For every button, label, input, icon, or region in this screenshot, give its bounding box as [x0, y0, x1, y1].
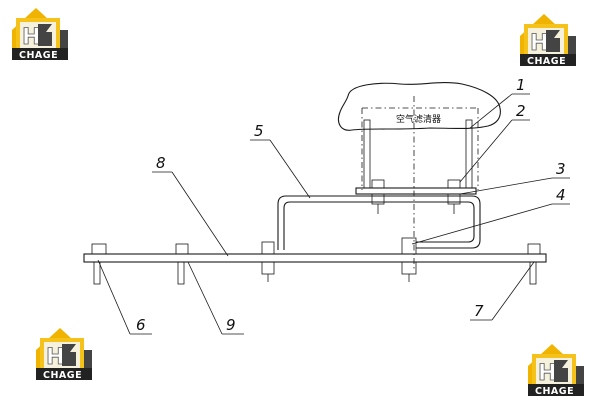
part-number-5: 5: [254, 122, 264, 140]
air-filter-housing: 空气滤清器: [337, 82, 501, 190]
brand-logo-bottom-right: [527, 343, 585, 398]
part-number-6: 6: [136, 316, 146, 334]
part-number-3: 3: [556, 160, 566, 178]
part-number-1: 1: [516, 76, 526, 94]
leader-lines: [97, 93, 570, 335]
part-number-2: 2: [516, 102, 526, 120]
rail-bolts: [91, 237, 541, 285]
base-rail: [83, 253, 547, 263]
brand-logo-bottom-left: [35, 327, 93, 382]
brand-logo-top-right: [519, 13, 577, 68]
filter-mounting-studs: [363, 119, 473, 189]
part-number-8: 8: [156, 154, 166, 172]
part-number-4: 4: [556, 186, 566, 204]
part-number-7: 7: [474, 302, 484, 320]
filter-mounting-plate: [355, 179, 477, 214]
support-bracket: [277, 195, 481, 250]
brand-logo-top-left: [11, 7, 69, 62]
part-number-9: 9: [226, 316, 236, 334]
component-caption: 空气滤清器: [396, 113, 441, 125]
part-number-labels: 1 2 3 4 5 6 7 8 9: [136, 76, 566, 334]
